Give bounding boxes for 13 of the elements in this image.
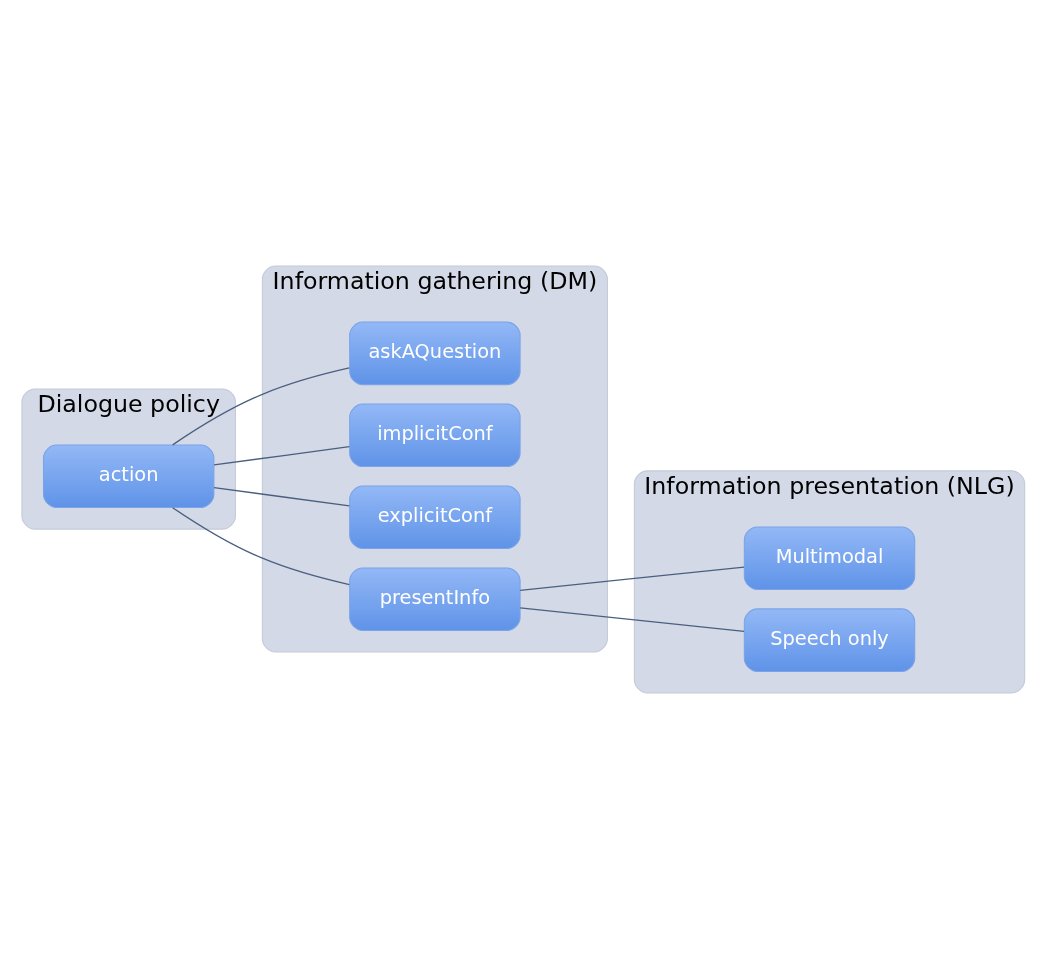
node-box: action bbox=[42, 443, 214, 508]
connector bbox=[171, 366, 350, 445]
connector bbox=[519, 565, 745, 591]
connector bbox=[212, 445, 350, 466]
connector bbox=[212, 486, 350, 506]
node-box: Multimodal bbox=[743, 525, 915, 590]
node-box: Speech only bbox=[743, 607, 915, 672]
node-box: presentInfo bbox=[348, 566, 521, 631]
connector bbox=[519, 606, 745, 632]
connector bbox=[171, 506, 350, 585]
node-box: explicitConf bbox=[348, 484, 521, 549]
node-box: implicitConf bbox=[348, 402, 521, 467]
node-box: askAQuestion bbox=[348, 321, 521, 385]
